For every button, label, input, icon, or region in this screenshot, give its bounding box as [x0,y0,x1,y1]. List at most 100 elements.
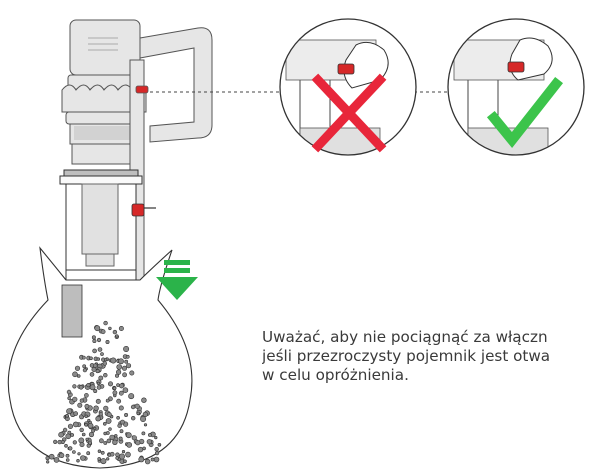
debris-particle [95,398,101,404]
debris-particle [125,451,131,458]
debris-particle [103,405,109,412]
debris-particle [68,446,73,451]
debris-particle [121,450,126,454]
debris-particle [74,365,81,371]
debris-particle [77,402,83,408]
debris-particle [97,449,102,453]
debris-particle [108,326,112,331]
debris-particle [129,370,135,376]
debris-particle [105,431,110,435]
debris-particle [84,393,89,398]
debris-particle [114,434,118,438]
debris-particle [45,456,50,461]
debris-particle [131,435,137,441]
debris-particle [109,451,115,457]
debris-particle [145,458,151,465]
debris-particle [58,431,64,438]
debris-particle [115,369,122,375]
debris-particle [88,440,93,445]
debris-particle [93,405,99,411]
trigger-indicator-top [135,85,149,94]
debris-particle [154,447,159,452]
debris-particle [116,415,120,420]
debris-particle [76,459,80,463]
incorrect-grip-example [279,18,417,156]
debris-particle [122,372,127,378]
debris-particle [80,455,86,461]
debris-particle [147,433,152,437]
debris-particle [72,384,77,389]
debris-particle [89,384,96,391]
debris-particle [123,459,127,464]
debris-particle [112,329,118,335]
debris-particle [108,427,112,431]
debris-particle [89,372,95,377]
debris-particle [131,416,136,421]
debris-particle [60,439,65,444]
debris-particle [115,452,120,457]
debris-particle [123,345,130,352]
debris-particle [89,356,93,361]
debris-particle [65,413,69,418]
debris-particle [65,433,71,440]
debris-particle [99,438,104,444]
debris-particle [137,446,144,453]
debris-particle [150,457,155,462]
debris-particle [96,337,102,343]
debris-particle [109,434,115,441]
debris-particle [135,440,141,446]
debris-particle [119,383,125,389]
debris-particle [153,456,160,463]
debris-particle [155,451,160,456]
debris-particle [112,386,117,391]
debris-particle [95,416,101,422]
green-check-mark-icon [486,76,564,148]
debris-particle [100,352,104,356]
debris-particle [84,403,90,409]
debris-particle [66,389,72,395]
debris-particle [118,390,124,396]
debris-particle [136,411,140,416]
debris-particle [97,347,103,352]
debris-particle [78,384,84,390]
debris-particle [53,457,60,463]
debris-particle [108,381,114,387]
debris-particle [91,366,97,372]
debris-particle [73,421,79,428]
debris-particle [118,405,124,411]
debris-particle [115,373,120,378]
debris-particle [106,457,110,461]
vacuum-cleaner [59,19,213,296]
red-x-cross-icon [311,73,387,153]
debris-particle [112,439,118,445]
debris-particle [128,393,135,400]
debris-particle [79,442,85,448]
debris-particle [72,450,76,454]
debris-particle [119,429,124,434]
debris-particle [100,329,106,335]
debris-particle [96,381,101,386]
instruction-line-3: w celu opróżnienia. [262,366,409,384]
debris-particle [134,403,140,409]
debris-particle [126,442,132,448]
debris-particle [126,363,132,369]
debris-particle [98,412,103,417]
debris-particle [105,398,110,403]
debris-particle [103,421,107,426]
debris-particle [141,431,146,436]
debris-particle [157,442,162,447]
debris-particle [77,452,81,456]
debris-particle [98,375,104,381]
debris-particle [66,408,73,415]
debris-particle [59,452,65,459]
debris-particle [116,383,120,387]
debris-particle [64,443,68,448]
bin-clamp [61,284,83,338]
debris-particle [84,414,88,418]
debris-particle [143,423,148,427]
debris-particle [86,383,91,388]
debris-particle [122,387,129,394]
debris-particle [120,419,125,425]
debris-particle [105,418,112,424]
